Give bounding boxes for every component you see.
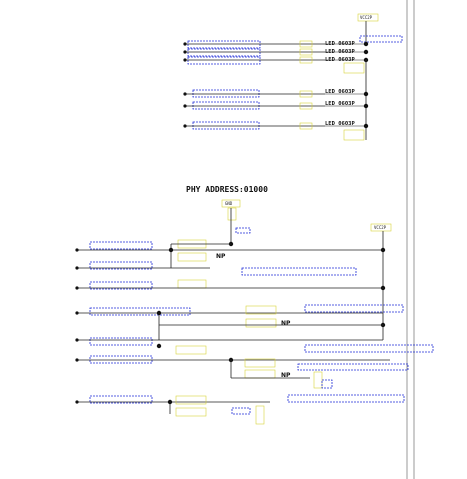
- net-label[interactable]: [89, 395, 153, 404]
- net-label[interactable]: [89, 281, 153, 290]
- led-symbol: [343, 62, 365, 74]
- net-label[interactable]: [89, 337, 153, 346]
- net-label[interactable]: [89, 355, 153, 364]
- led-symbol: [343, 129, 365, 141]
- resistor: [245, 305, 277, 315]
- phy-address-title: PHY ADDRESS:01000: [186, 185, 268, 194]
- strap-section: GND VCC2P NP NP: [75, 199, 434, 425]
- gnd-label: GND: [225, 201, 233, 206]
- led-label: LED 0603P: [325, 89, 355, 95]
- led-label: LED 0603P: [325, 101, 355, 107]
- resistor: [245, 318, 277, 328]
- net-label[interactable]: [192, 89, 260, 98]
- net-label[interactable]: [89, 307, 191, 316]
- net-label[interactable]: [304, 304, 404, 313]
- led-row-3: LED 0603P: [186, 56, 366, 65]
- led-section: VCC2P LED 0603P LED 0603P LED 0603P: [183, 13, 403, 141]
- vcc-top-box: [357, 13, 379, 22]
- led-row-6: LED 0603P: [186, 121, 366, 130]
- net-label[interactable]: [89, 261, 153, 270]
- resistor: [175, 345, 207, 355]
- net-label[interactable]: [187, 56, 261, 65]
- led-label: LED 0603P: [325, 121, 355, 127]
- resistor: [299, 40, 313, 48]
- resistor: [299, 48, 313, 56]
- gnd-symbol: [313, 371, 323, 389]
- resistor: [299, 122, 313, 130]
- sheet-border: [406, 0, 415, 479]
- resistor: [299, 56, 313, 64]
- net-label[interactable]: [304, 344, 434, 353]
- led-row-5: LED 0603P: [186, 101, 366, 110]
- net-label[interactable]: [287, 394, 405, 403]
- net-label[interactable]: [192, 121, 260, 130]
- resistor: [244, 369, 276, 379]
- led-row-1: LED 0603P: [186, 35, 403, 49]
- resistor: [177, 252, 207, 262]
- resistor: [299, 102, 313, 110]
- net-label[interactable]: [359, 35, 403, 43]
- np-label: NP: [216, 253, 226, 260]
- net-label[interactable]: [187, 48, 261, 57]
- net-label[interactable]: [297, 363, 409, 371]
- resistor: [299, 90, 313, 98]
- vcc-top-label: VCC2P: [360, 15, 373, 20]
- resistor: [244, 358, 276, 368]
- gnd-symbol: [255, 405, 265, 425]
- net-label[interactable]: [187, 40, 261, 49]
- led-row-2: LED 0603P: [186, 48, 366, 57]
- resistor: [175, 407, 207, 417]
- led-row-4: LED 0603P: [186, 89, 366, 98]
- net-label[interactable]: [192, 101, 260, 110]
- np-label: NP: [281, 320, 291, 327]
- np-label: NP: [281, 372, 291, 379]
- net-label[interactable]: [89, 241, 153, 250]
- vcc-mid-label: VCC2P: [374, 225, 387, 230]
- resistor: [175, 395, 207, 405]
- resistor: [177, 279, 207, 289]
- net-label[interactable]: [241, 267, 357, 276]
